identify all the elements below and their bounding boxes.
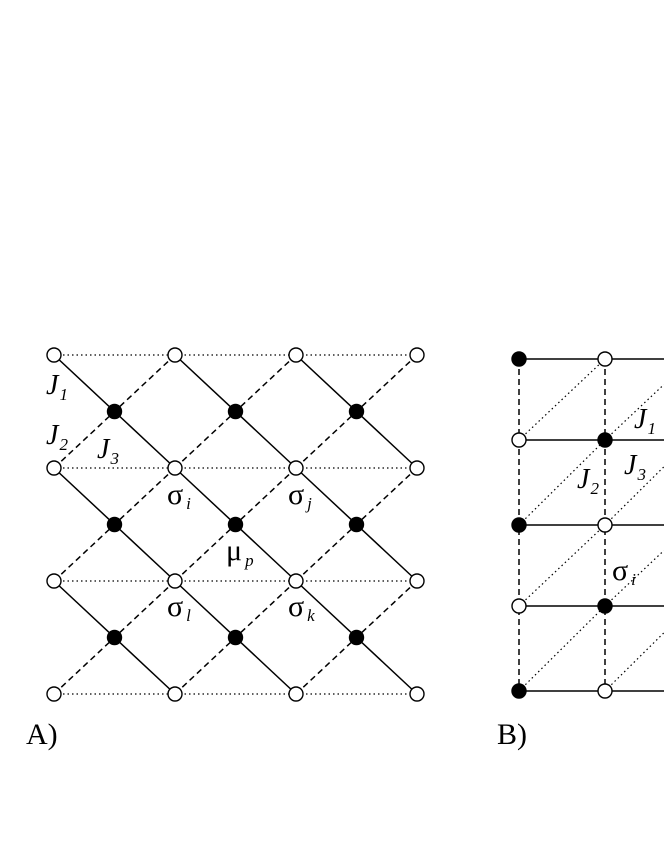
panel-b-sites (511, 351, 613, 699)
open-site (409, 573, 425, 589)
dotted-bond (604, 549, 664, 607)
panel-a-j1-label: J1 (46, 370, 68, 404)
open-site (288, 686, 304, 702)
open-site (288, 460, 304, 476)
filled-site (511, 351, 527, 367)
dotted-bond (518, 358, 606, 441)
panel-b-label: B) (497, 718, 527, 751)
panel-b-solid-bonds (519, 358, 664, 692)
open-site (46, 686, 62, 702)
open-site (46, 347, 62, 363)
filled-site (106, 403, 123, 420)
filled-site (511, 683, 527, 699)
dotted-bond (604, 632, 664, 692)
open-site (167, 347, 183, 363)
open-site (409, 460, 425, 476)
open-site (511, 598, 527, 614)
open-site (167, 686, 183, 702)
open-site (167, 573, 183, 589)
filled-site (227, 403, 244, 420)
panel-b-j2-label: J2 (577, 464, 599, 498)
open-site (167, 460, 183, 476)
open-site (409, 686, 425, 702)
panel-a-j2-label: J2 (46, 420, 68, 454)
filled-site (511, 517, 527, 533)
filled-site (227, 516, 244, 533)
filled-site (106, 629, 123, 646)
open-site (288, 573, 304, 589)
panel-a-label: A) (26, 718, 58, 751)
panel-a-sites (46, 347, 425, 702)
filled-site (348, 516, 365, 533)
panel-b-j1-label: J1 (634, 404, 656, 438)
dotted-bond (518, 524, 606, 607)
panel-a-dotted-bonds (54, 354, 417, 695)
filled-site (227, 629, 244, 646)
filled-site (597, 598, 613, 614)
panel-b-j3-label: J3 (624, 450, 646, 484)
dotted-bond (518, 605, 606, 692)
open-site (597, 683, 613, 699)
open-site (511, 432, 527, 448)
open-site (409, 347, 425, 363)
panel-b-dotted-bonds (518, 358, 664, 692)
filled-site (348, 403, 365, 420)
open-site (288, 347, 304, 363)
open-site (46, 573, 62, 589)
open-site (597, 351, 613, 367)
dotted-bond (604, 383, 664, 441)
filled-site (106, 516, 123, 533)
open-site (597, 517, 613, 533)
open-site (46, 460, 62, 476)
filled-site (597, 432, 613, 448)
panel-a-j3-label: J3 (97, 434, 119, 468)
dotted-bond (604, 466, 664, 526)
filled-site (348, 629, 365, 646)
